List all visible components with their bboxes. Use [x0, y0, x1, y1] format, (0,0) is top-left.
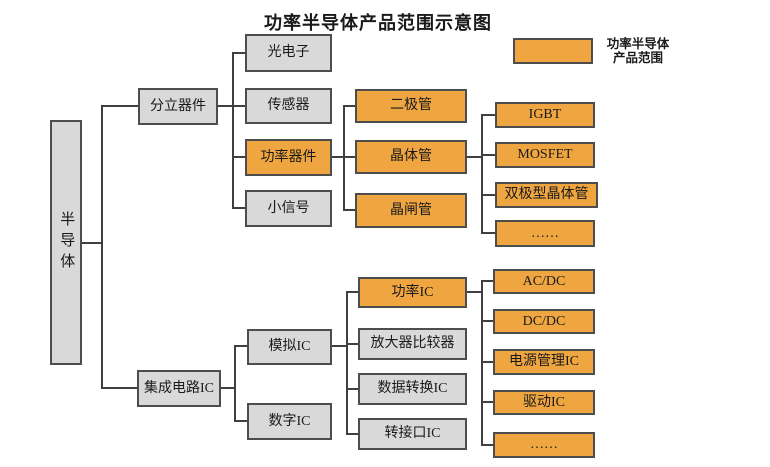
- node-semiconductor: 半导体: [50, 120, 82, 365]
- node-more-ic-types: ……: [493, 432, 595, 458]
- node-digital-ic: 数字IC: [247, 403, 332, 440]
- connector-line: [481, 280, 495, 282]
- connector-line: [467, 291, 483, 293]
- connector-line: [218, 105, 234, 107]
- connector-line: [82, 242, 102, 244]
- connector-line: [481, 280, 483, 446]
- node-integrated-circuit: 集成电路IC: [137, 370, 221, 407]
- legend-label: 功率半导体 产品范围: [592, 37, 684, 65]
- connector-line: [232, 105, 247, 107]
- legend-label-line1: 功率半导体: [606, 37, 670, 51]
- node-sensor: 传感器: [245, 88, 332, 124]
- connector-line: [232, 156, 247, 158]
- connector-line: [346, 388, 360, 390]
- node-small-signal: 小信号: [245, 190, 332, 227]
- node-data-conversion-ic: 数据转换IC: [358, 373, 467, 405]
- connector-line: [481, 114, 497, 116]
- connector-line: [343, 105, 357, 107]
- connector-line: [346, 291, 348, 435]
- connector-line: [234, 420, 249, 422]
- connector-line: [101, 387, 139, 389]
- node-power-device: 功率器件: [245, 139, 332, 176]
- node-acdc: AC/DC: [493, 269, 595, 294]
- connector-line: [332, 156, 345, 158]
- node-diode: 二极管: [355, 89, 467, 123]
- connector-line: [101, 105, 103, 389]
- node-driver-ic: 驱动IC: [493, 390, 595, 415]
- connector-line: [232, 207, 247, 209]
- connector-line: [232, 52, 247, 54]
- connector-line: [101, 105, 139, 107]
- node-bipolar-transistor: 双极型晶体管: [495, 182, 598, 208]
- node-semiconductor-label: 半导体: [58, 211, 75, 274]
- node-discrete-devices: 分立器件: [138, 88, 218, 125]
- connector-line: [481, 154, 497, 156]
- node-interface-ic: 转接口IC: [358, 418, 467, 450]
- node-igbt: IGBT: [495, 102, 595, 128]
- connector-line: [481, 444, 495, 446]
- connector-line: [234, 345, 236, 422]
- legend-swatch-power-range: [513, 38, 593, 64]
- node-amplifier-comparator: 放大器比较器: [358, 328, 467, 360]
- node-power-management-ic: 电源管理IC: [493, 349, 595, 375]
- connector-line: [332, 345, 348, 347]
- connector-line: [481, 401, 495, 403]
- connector-line: [481, 194, 497, 196]
- node-thyristor: 晶闸管: [355, 193, 467, 228]
- connector-line: [346, 343, 360, 345]
- connector-line: [481, 232, 497, 234]
- node-power-ic: 功率IC: [358, 277, 467, 308]
- node-optoelectronics: 光电子: [245, 34, 332, 72]
- diagram-title: 功率半导体产品范围示意图: [264, 13, 492, 33]
- node-more-transistor-types: ……: [495, 220, 595, 247]
- node-mosfet: MOSFET: [495, 142, 595, 168]
- node-transistor: 晶体管: [355, 140, 467, 174]
- connector-line: [346, 291, 360, 293]
- node-dcdc: DC/DC: [493, 309, 595, 334]
- connector-line: [346, 433, 360, 435]
- connector-line: [343, 105, 345, 211]
- connector-line: [481, 114, 483, 234]
- connector-line: [481, 320, 495, 322]
- connector-line: [467, 156, 483, 158]
- connector-line: [343, 209, 357, 211]
- connector-line: [343, 156, 357, 158]
- connector-line: [232, 52, 234, 209]
- connector-line: [481, 361, 495, 363]
- connector-line: [221, 387, 236, 389]
- connector-line: [234, 345, 249, 347]
- node-analog-ic: 模拟IC: [247, 329, 332, 365]
- legend-label-line2: 产品范围: [612, 51, 663, 65]
